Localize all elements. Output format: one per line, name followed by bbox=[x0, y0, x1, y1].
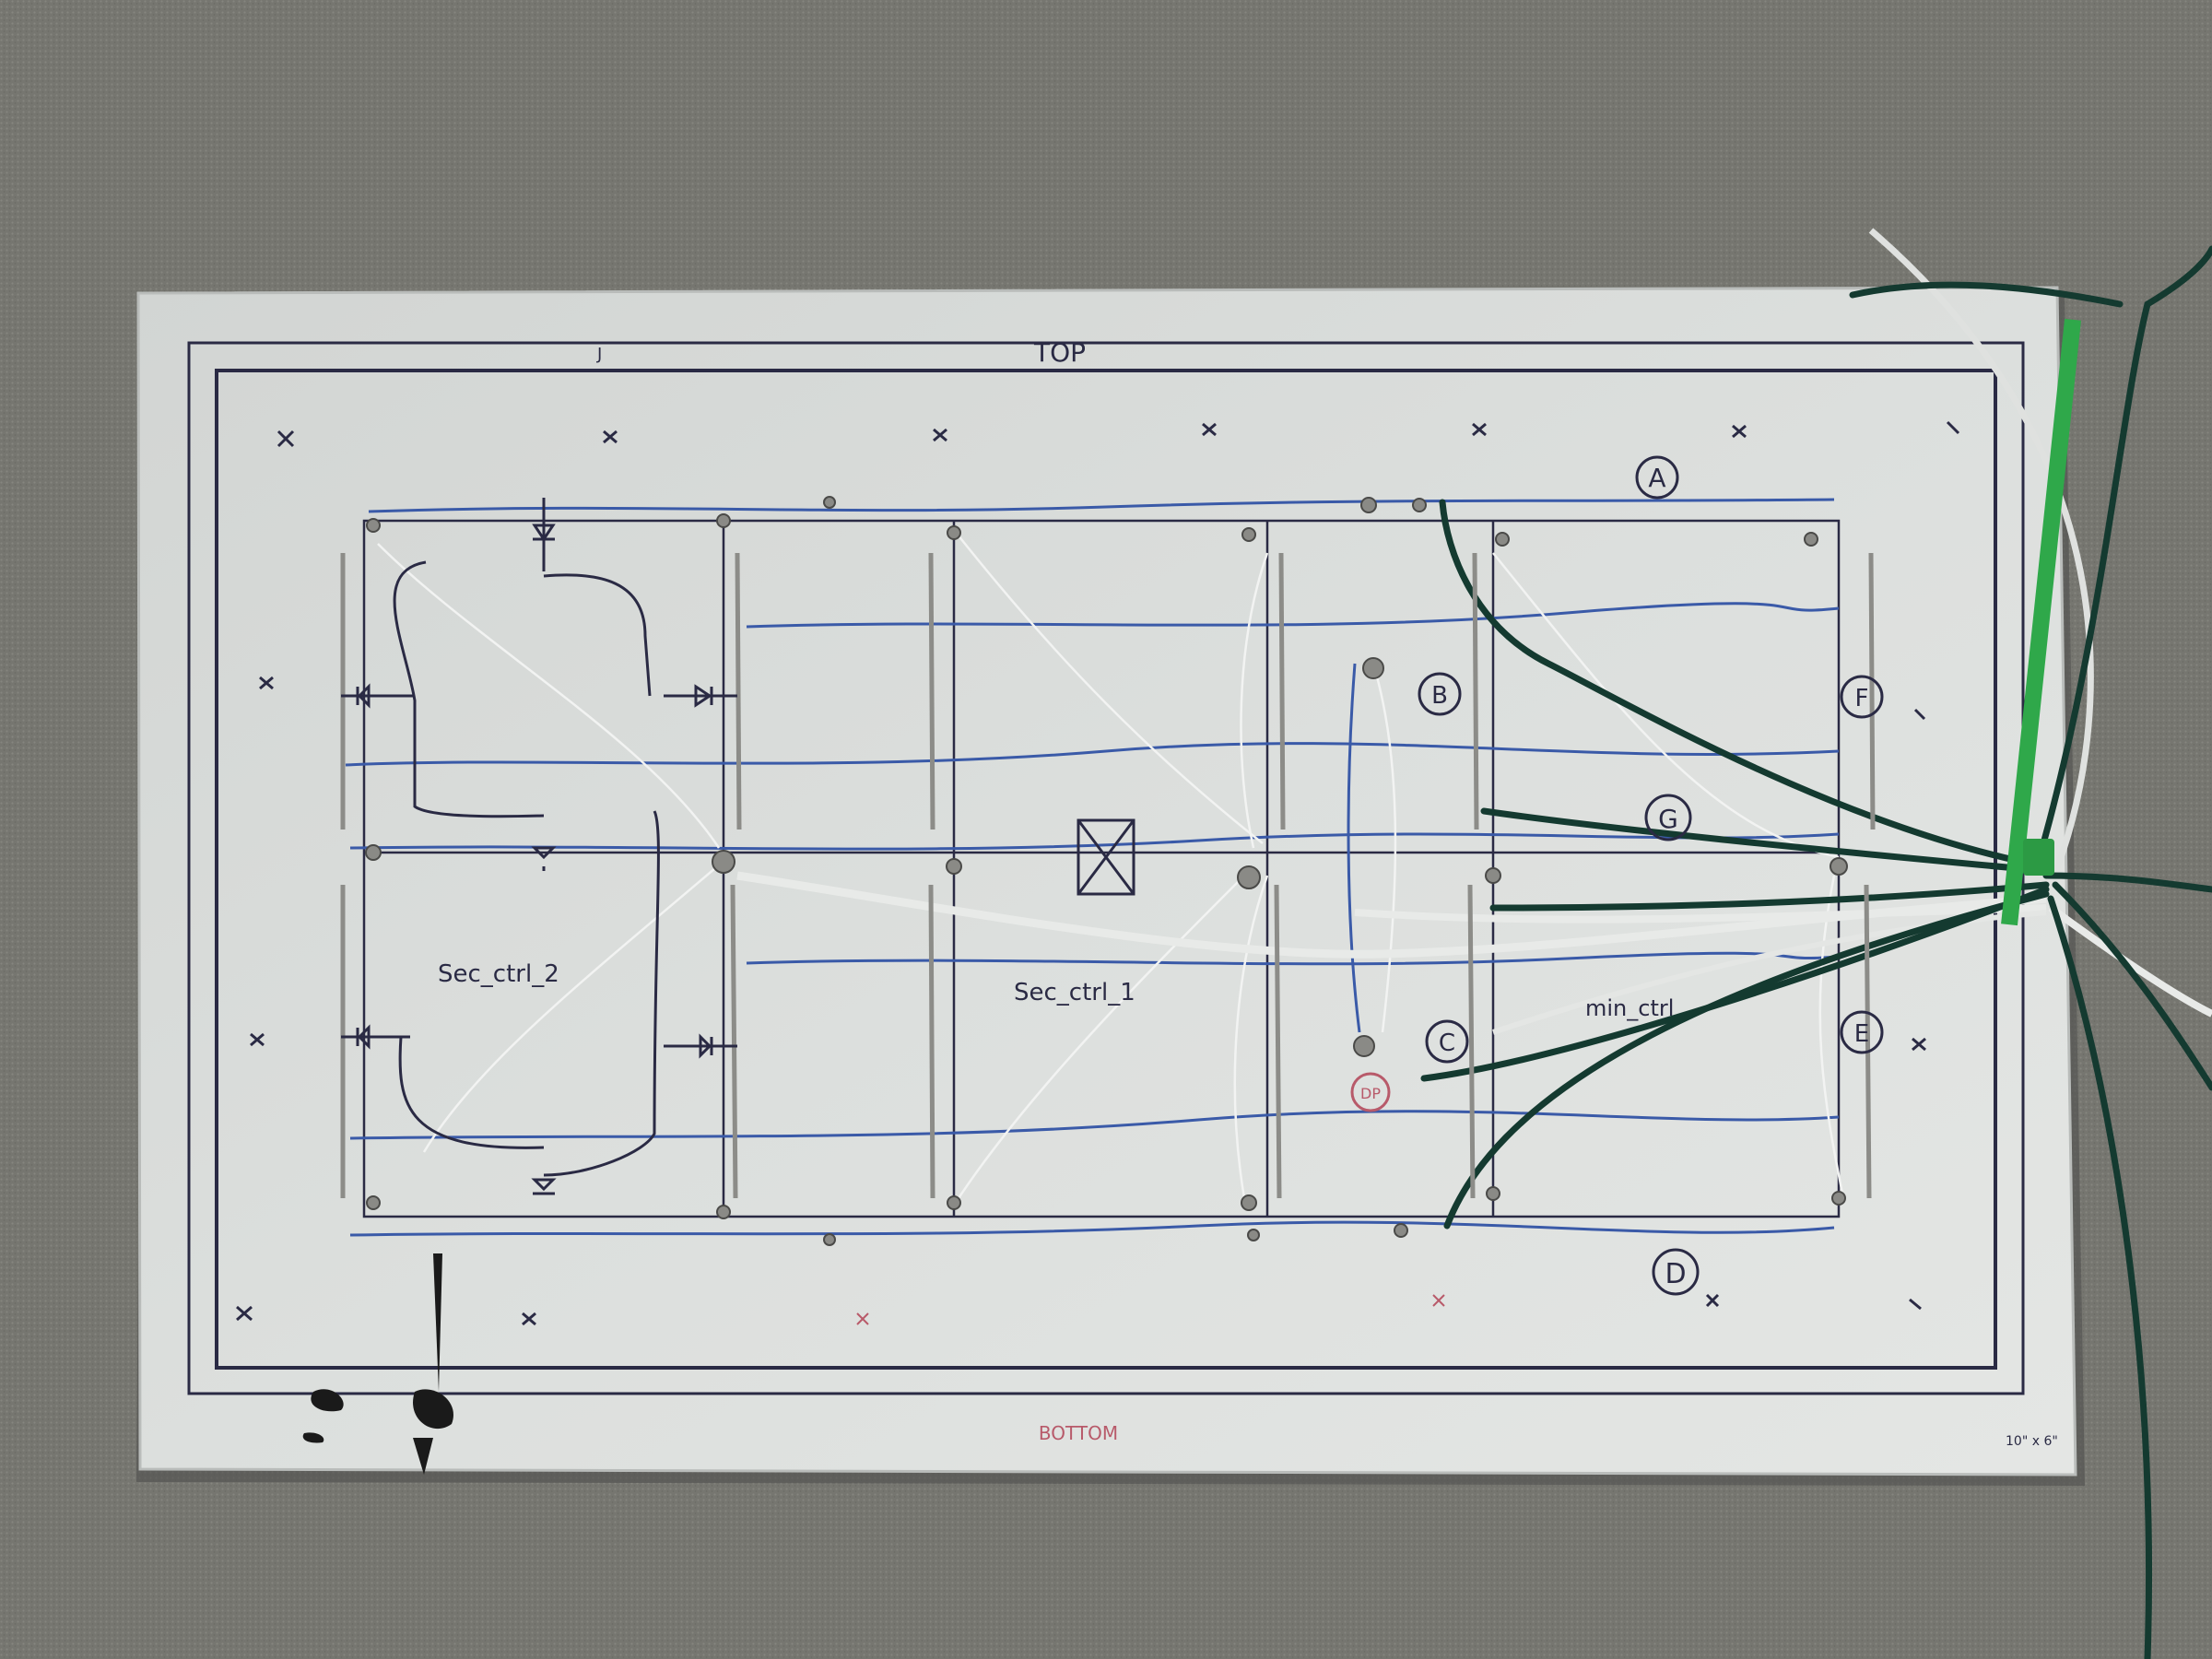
section-sec-ctrl-1: Sec_ctrl_1 bbox=[1014, 979, 1135, 1006]
section-sec-ctrl-2: Sec_ctrl_2 bbox=[438, 960, 559, 988]
label-size: 10" x 6" bbox=[2006, 1434, 2058, 1449]
segment-a: A bbox=[1648, 463, 1665, 493]
blue-wires bbox=[345, 498, 1840, 1237]
segment-d: D bbox=[1665, 1258, 1686, 1290]
segment-c: C bbox=[1439, 1030, 1455, 1057]
segment-labels bbox=[1350, 455, 1884, 1296]
label-bottom: BOTTOM bbox=[1039, 1422, 1118, 1444]
label-corner: J bbox=[596, 345, 602, 364]
solder-joints bbox=[365, 496, 1848, 1246]
marker-stains bbox=[302, 1253, 453, 1475]
red-x-marks bbox=[856, 1294, 1445, 1325]
zip-tie-head bbox=[2023, 839, 2054, 876]
vertical-solder-runs bbox=[340, 552, 1876, 1199]
section-min-ctrl: min_ctrl bbox=[1585, 995, 1674, 1021]
segment-g: G bbox=[1658, 804, 1678, 834]
green-wires bbox=[1420, 245, 2212, 1659]
x-marks bbox=[236, 420, 1960, 1326]
white-wire-2 bbox=[1354, 904, 2047, 924]
segment-f: F bbox=[1855, 685, 1869, 712]
label-top: TOP bbox=[1033, 337, 1086, 368]
zip-tie bbox=[2001, 318, 2081, 926]
light-gray-wires bbox=[377, 529, 1845, 1199]
segment-dp: DP bbox=[1360, 1085, 1381, 1102]
white-wire-exit-bottom bbox=[2048, 904, 2212, 1018]
segment-b: B bbox=[1431, 682, 1448, 710]
diode-symbols bbox=[341, 498, 1135, 1195]
white-wire-exit-top bbox=[1868, 228, 2094, 887]
white-wire-main bbox=[736, 871, 2047, 959]
segment-e: E bbox=[1854, 1020, 1869, 1048]
foam-board bbox=[136, 286, 2077, 1477]
